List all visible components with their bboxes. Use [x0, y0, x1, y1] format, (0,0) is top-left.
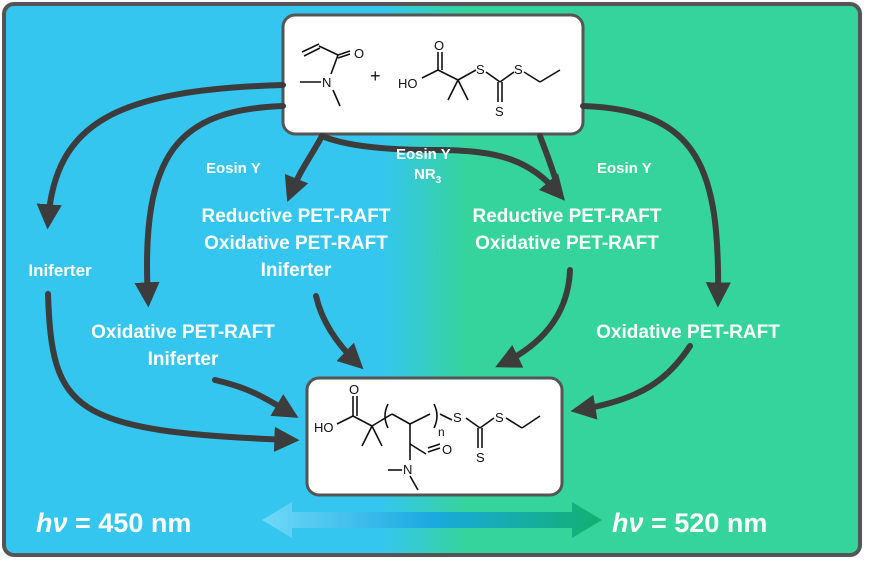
- arrow-icon: [313, 293, 364, 370]
- arrow-icon: [36, 82, 286, 230]
- label-iniferter-far-left: Iniferter: [28, 261, 92, 280]
- label-eosin-right: Eosin Y: [597, 160, 652, 177]
- product-sulfur-3: S: [495, 410, 504, 425]
- plus-sign: +: [370, 66, 381, 86]
- arrow-icon: [537, 133, 563, 198]
- cta-sulfur-3: S: [514, 62, 523, 77]
- arrow-icon: [284, 133, 325, 203]
- arrow-icon: [319, 133, 565, 201]
- label-eosin-center: Eosin Y: [396, 146, 451, 163]
- cta-oxygen-label: O: [434, 38, 444, 53]
- product-nitrogen: N: [403, 462, 412, 477]
- label-center-left-iniferter: Iniferter: [261, 260, 332, 281]
- arrow-icon: [212, 377, 299, 418]
- label-lower-left-iniferter: Iniferter: [148, 349, 219, 370]
- product-hydroxyl-label: HO: [314, 420, 334, 435]
- dma-monomer: [300, 43, 351, 107]
- dma-nitrogen-label: N: [322, 75, 331, 90]
- wavelength-scale: hν = 450 nm hν = 520 nm: [36, 502, 767, 538]
- product-repeat-index: n: [438, 425, 445, 439]
- wavelength-520: hν = 520 nm: [612, 508, 767, 538]
- arrow-icon: [570, 343, 693, 420]
- label-lower-right-oxidative: Oxidative PET-RAFT: [596, 322, 780, 343]
- cta-hydroxyl-label: HO: [398, 76, 418, 91]
- label-nr3: NR3: [414, 166, 442, 186]
- reagents-box: O N + HO O S S S: [281, 13, 585, 136]
- double-headed-arrow-icon: [262, 502, 602, 538]
- cta-sulfur-2: S: [495, 104, 504, 119]
- label-eosin-left: Eosin Y: [206, 160, 261, 177]
- label-center-left-reductive: Reductive PET-RAFT: [202, 206, 391, 227]
- arrow-icon: [495, 267, 573, 368]
- wavelength-450: hν = 450 nm: [36, 508, 191, 538]
- cta-molecule: [421, 52, 561, 102]
- product-amide-oxygen: O: [442, 442, 452, 457]
- background-panel: [2, 2, 862, 557]
- polymer-structure: [336, 396, 541, 491]
- product-acid-oxygen: O: [349, 382, 359, 397]
- arrows: [36, 82, 731, 452]
- arrow-icon: [580, 103, 731, 308]
- label-lower-left-oxidative: Oxidative PET-RAFT: [91, 322, 275, 343]
- product-sulfur-1: S: [453, 410, 462, 425]
- label-center-right-reductive: Reductive PET-RAFT: [473, 206, 662, 227]
- label-center-right-oxidative: Oxidative PET-RAFT: [475, 233, 659, 254]
- arrow-icon: [134, 103, 286, 308]
- product-sulfur-2: S: [476, 450, 485, 465]
- dma-oxygen-label: O: [354, 46, 364, 61]
- product-box: HO O n O N S S S: [305, 376, 564, 497]
- arrow-icon: [45, 291, 300, 452]
- label-center-left-oxidative: Oxidative PET-RAFT: [204, 233, 388, 254]
- cta-sulfur-1: S: [476, 62, 485, 77]
- labels: Eosin Y Eosin Y NR3 Eosin Y Reductive PE…: [28, 146, 780, 370]
